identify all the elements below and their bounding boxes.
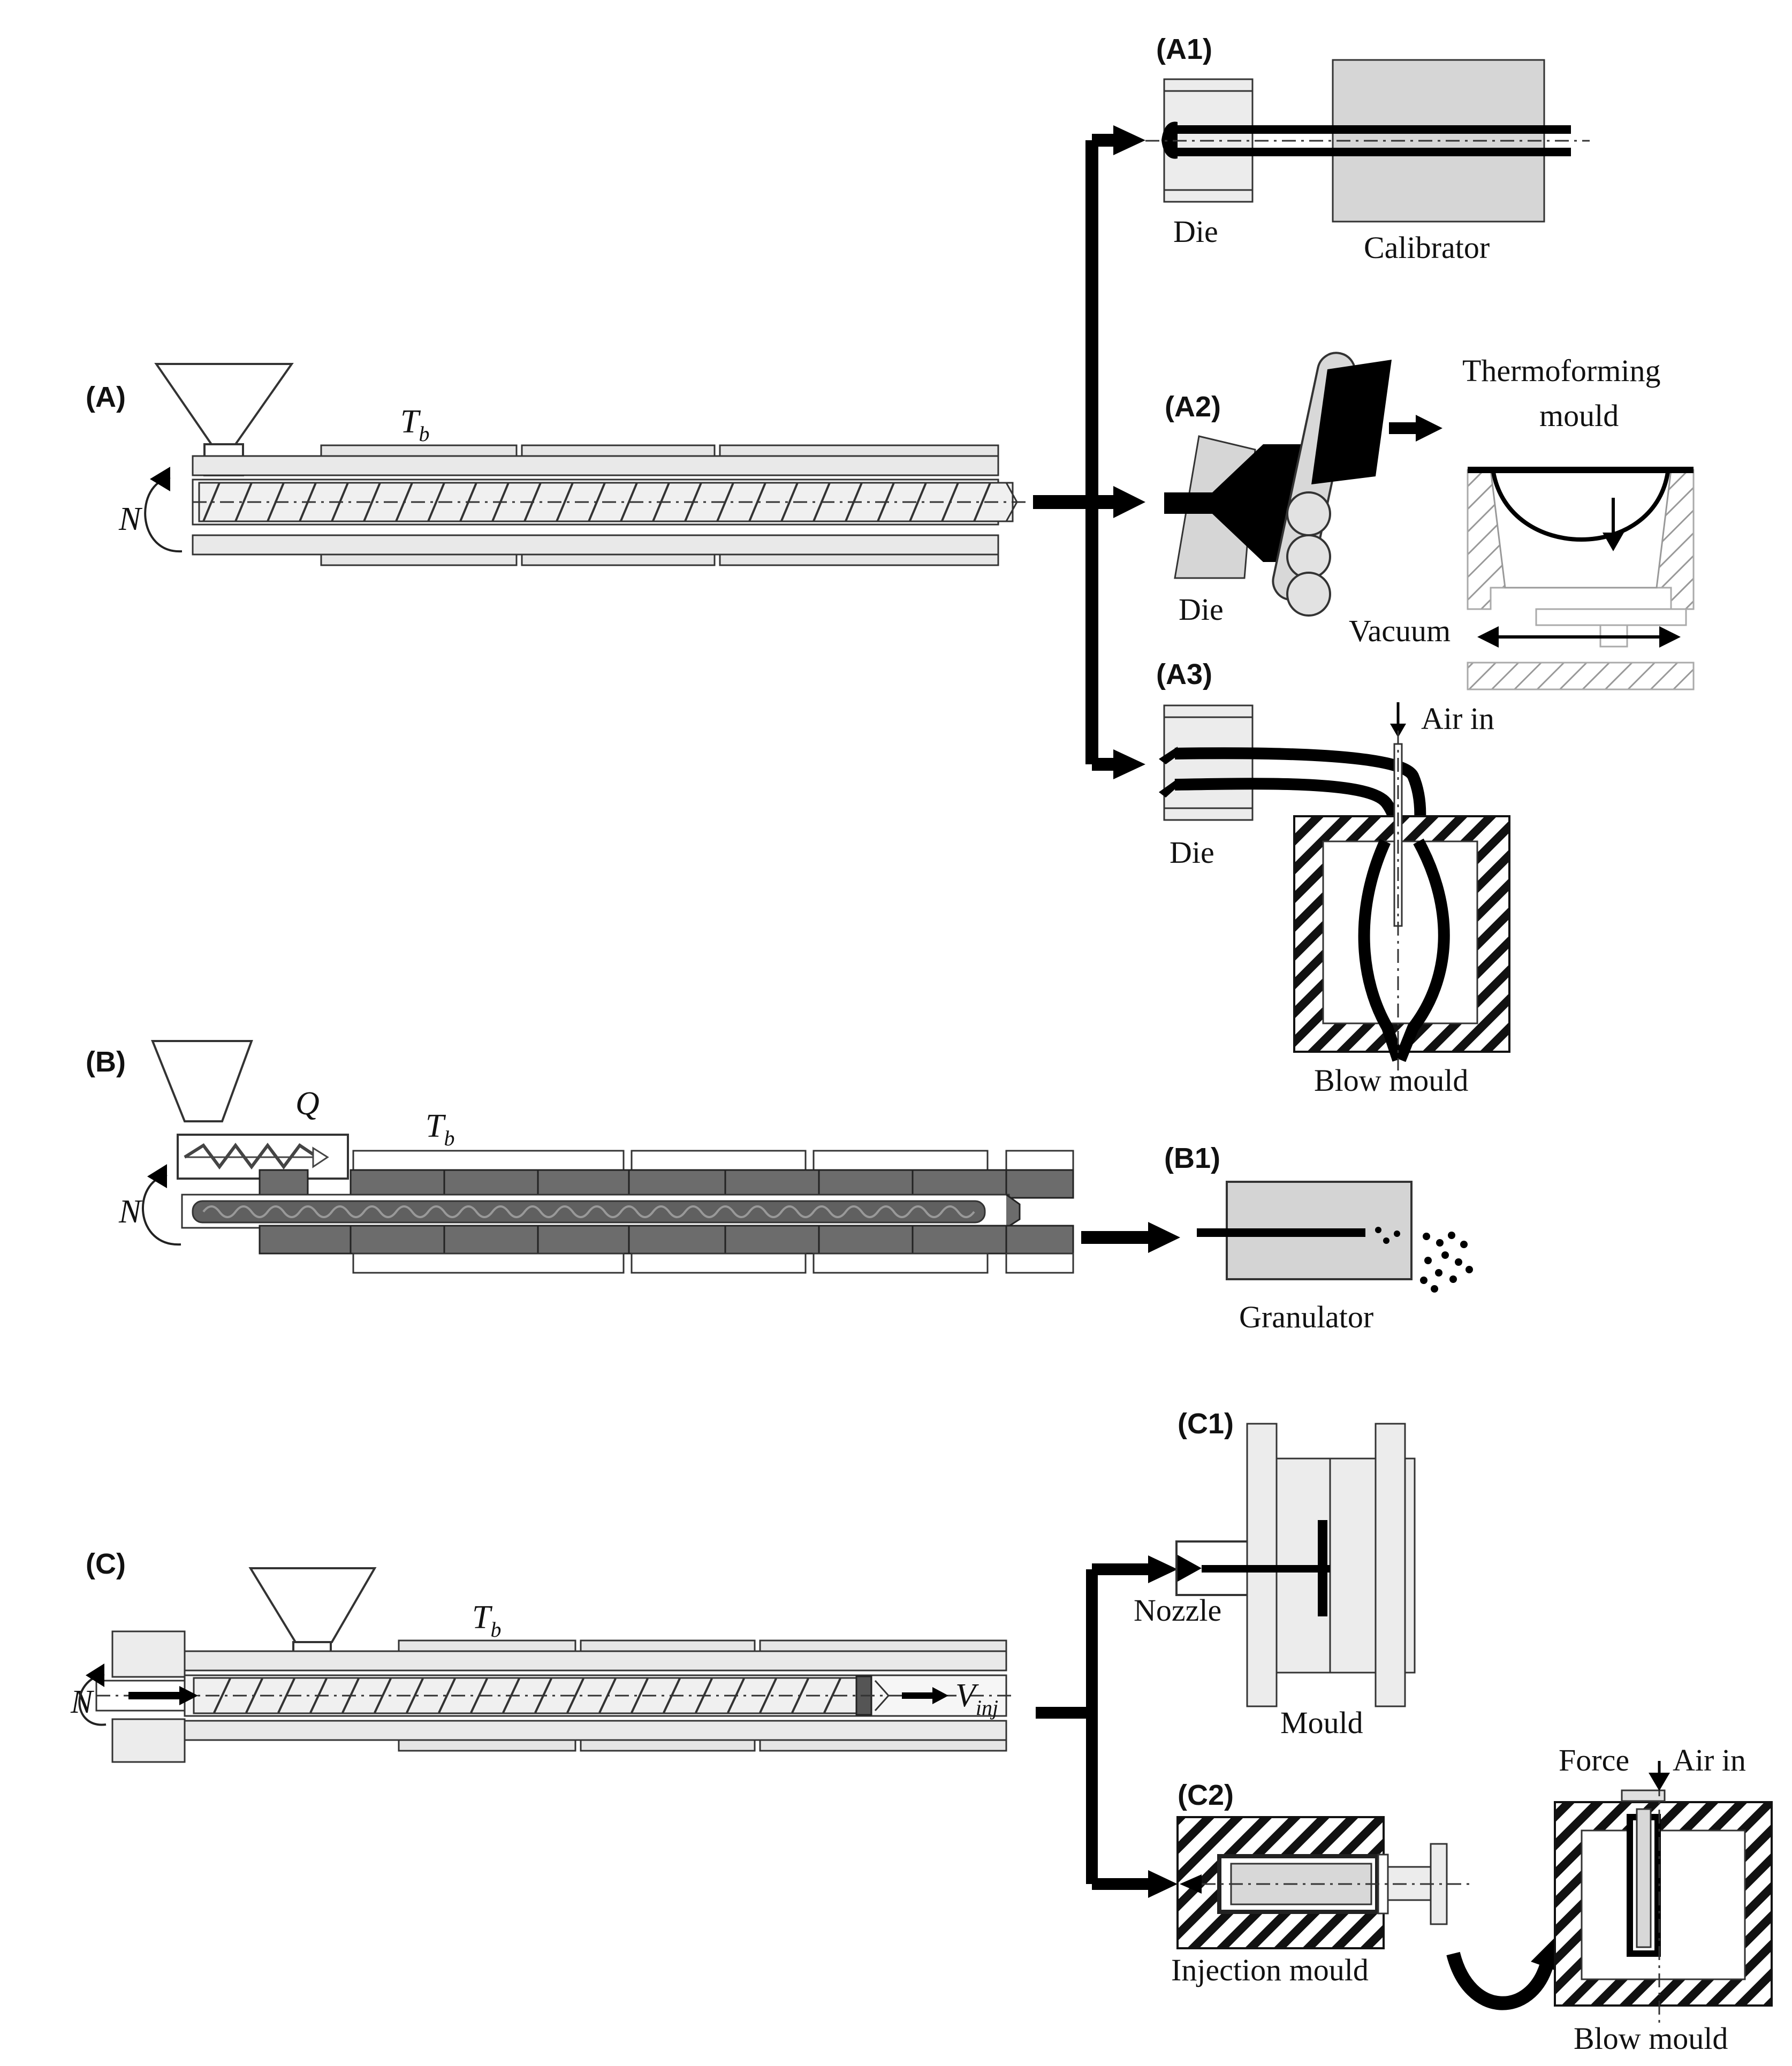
barrel-wall-top [192,455,999,476]
blown-part [1358,838,1450,1062]
section-c2-label: (C2) [1178,1779,1234,1811]
transfer-arrow-icon [1446,1951,1554,2010]
arrow-to-a1-icon [1113,125,1145,155]
nozzle-label: Nozzle [1134,1593,1221,1628]
barrel-temp-label: Tb [472,1599,501,1642]
formed-part [1491,472,1670,542]
force-label: Force [1559,1743,1629,1778]
pellets-icon [1375,1227,1473,1293]
screw-speed-label: N [118,1194,143,1230]
section-c2-injection-blow-moulding: (C2) Injection mould Force Air in Blow m… [1171,1743,1773,2056]
arrow-to-c2-icon [1148,1870,1178,1898]
barrel-temp-label: Tb [426,1108,454,1150]
rotation-arrow-icon [144,476,183,553]
strand [1197,1228,1365,1237]
section-c1-label: (C1) [1178,1408,1234,1440]
calibrator-label: Calibrator [1364,230,1490,265]
sheet [1311,360,1392,484]
hopper [154,363,294,445]
die-block [1163,716,1254,809]
section-a-label: (A) [86,381,126,413]
section-b1-label: (B1) [1164,1142,1220,1174]
extrudate-profile [1175,125,1571,134]
arrow-to-a3-icon [1113,749,1145,779]
thermoforming-label-line2: mould [1539,398,1619,433]
section-c1-injection-moulding: (C1) Nozzle Mould [1134,1408,1416,1740]
section-b1-granulator: (B1) Granulator [1164,1142,1473,1334]
granulator-label: Granulator [1239,1300,1373,1334]
heater-band [521,444,716,457]
moving-platen [1375,1423,1406,1707]
section-a1-profile-extrusion: (A1) Die Calibrator [1145,33,1590,265]
a3-blow-mould-label: Blow mould [1314,1063,1468,1098]
c1-mould-label: Mould [1280,1705,1363,1740]
barrel-wall-bottom [192,534,999,556]
c2-air-in-label: Air in [1673,1743,1746,1778]
barrel-wall-top [184,1650,1007,1672]
ram-arrow-icon [179,1686,198,1705]
vacuum-plate [1467,662,1695,690]
feed-rate-label: Q [295,1085,320,1122]
arrow-to-c1-icon [1148,1555,1178,1583]
injection-mould-label: Injection mould [1171,1953,1369,1987]
barrel-temp-label: Tb [400,404,429,446]
section-b-label: (B) [86,1046,126,1078]
rotation-arrow-icon [142,1174,181,1246]
section-c-injection-unit: (C) Vinj Tb N [70,1548,1178,1898]
force-arrow-icon [1649,1773,1670,1791]
heater-band [719,444,999,457]
section-a2-label: (A2) [1165,391,1221,423]
heater-band [320,444,518,457]
barrel-wall-bottom [184,1720,1007,1741]
screw-speed-label: N [118,501,143,537]
section-a-extruder: (A) Tb N [86,125,1145,779]
section-a2-thermoforming: (A2) Thermoforming mould Vacuum Die [1164,352,1695,690]
a1-die-label: Die [1173,214,1218,249]
hopper [248,1567,377,1643]
injection-velocity-arrow-icon [932,1687,948,1704]
section-c-label: (C) [86,1548,126,1580]
section-a3-blow-moulding: (A3) Air in Die Blow mould [1156,658,1510,1098]
barrel-segment [350,1169,445,1199]
c2-blow-mould-label: Blow mould [1574,2021,1728,2056]
section-a1-label: (A1) [1156,33,1212,65]
arrow-to-mould-icon [1416,415,1442,442]
injection-velocity-label: Vinj [955,1677,998,1720]
vacuum-label: Vacuum [1349,613,1451,648]
drive-block [111,1630,186,1678]
a2-die-label: Die [1179,592,1224,627]
a3-die-label: Die [1170,835,1214,870]
die-plate [1006,1194,1021,1229]
thermoforming-label-line1: Thermoforming [1462,353,1660,388]
moulded-part [1318,1520,1327,1616]
section-b-compounder: (B) Q [86,1040,1180,1274]
section-a3-label: (A3) [1156,658,1212,690]
hopper [151,1040,253,1122]
feeder-screw [184,1143,317,1169]
a3-air-in-label: Air in [1421,701,1494,736]
